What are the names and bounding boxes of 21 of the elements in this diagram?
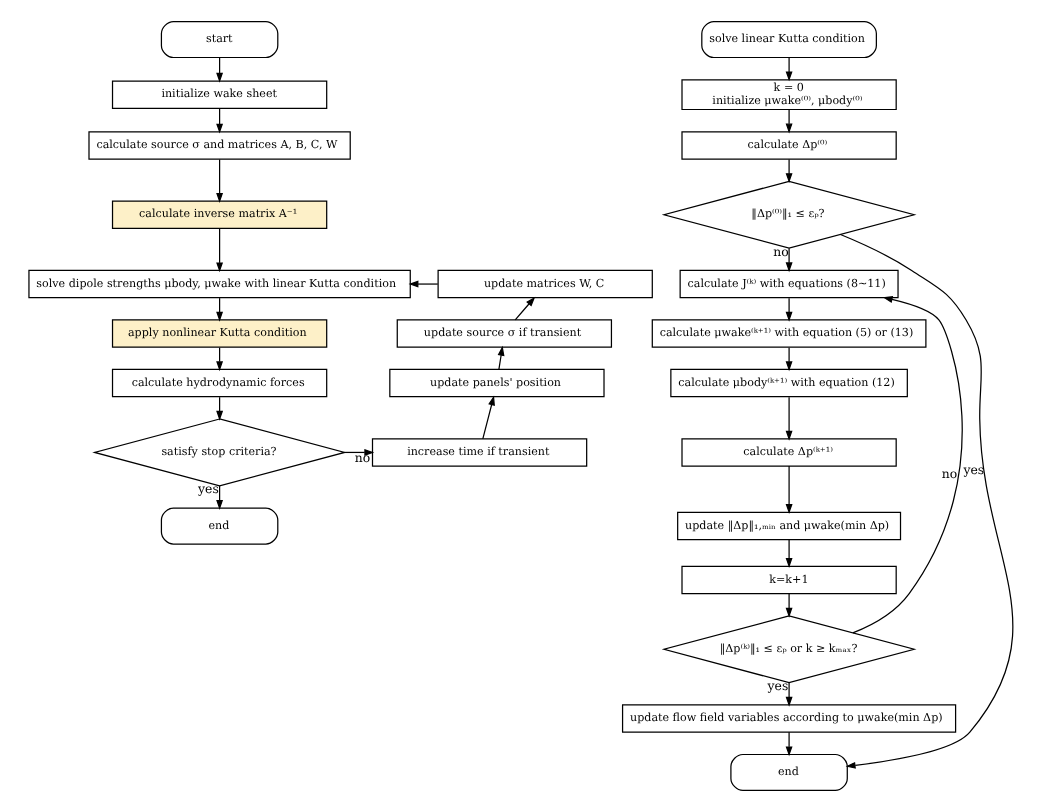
- arrow: [851, 296, 962, 634]
- arrow: [784, 347, 792, 372]
- arrow: [784, 57, 792, 82]
- arrow: [784, 158, 792, 184]
- arrow: [496, 345, 504, 370]
- arrow: [784, 539, 792, 568]
- arrow: [784, 593, 792, 618]
- arrow: [215, 228, 223, 273]
- arrow: [784, 465, 792, 514]
- arrow: [481, 395, 494, 440]
- arrow: [784, 108, 792, 134]
- arrow: [784, 297, 792, 322]
- arrow: [784, 731, 792, 757]
- arrow: [838, 233, 1013, 769]
- arrow: [513, 296, 535, 321]
- arrow: [784, 247, 792, 273]
- arrow: [784, 682, 792, 707]
- arrow: [215, 158, 223, 203]
- arrow: [784, 396, 792, 441]
- arrow: [343, 448, 374, 456]
- arrow: [407, 280, 438, 288]
